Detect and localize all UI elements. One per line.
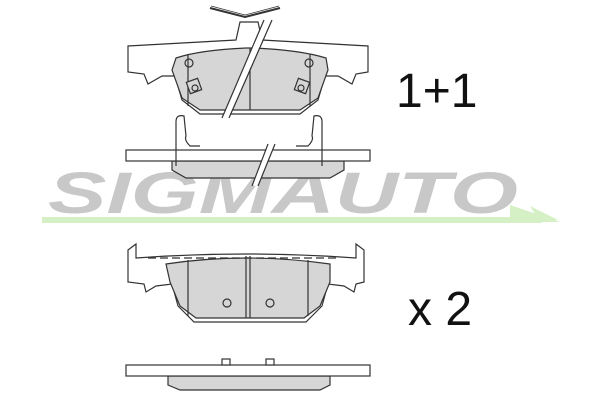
outer-pad-side-view [125,358,371,391]
outer-pad-front-view [127,242,365,323]
inner-pad-front-view [127,5,369,120]
quantity-label-bottom: x 2 [408,283,473,336]
quantity-label-top: 1+1 [396,65,478,118]
watermark-logo: SIGMAUTO [42,161,560,226]
inner-pad-side-view [125,115,371,188]
